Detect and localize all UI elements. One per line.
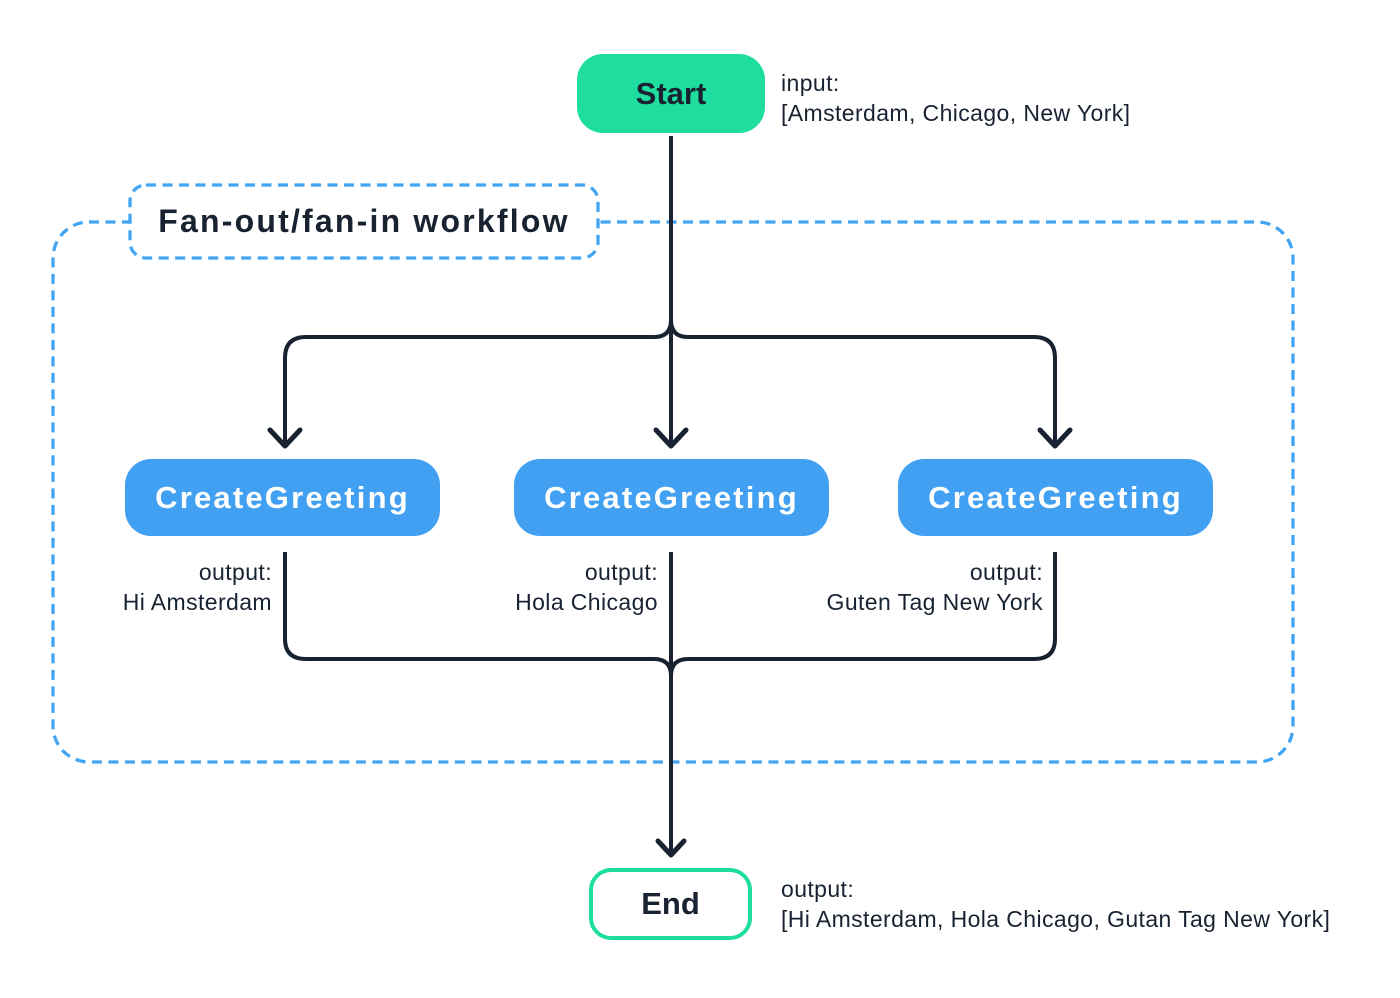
arrow-fanout-right (669, 319, 1057, 444)
branch-output-3: output: Guten Tag New York (827, 557, 1043, 617)
start-annotation-title: input: (781, 70, 840, 96)
end-annotation-value: [Hi Amsterdam, Hola Chicago, Gutan Tag N… (781, 906, 1331, 932)
workflow-label-box (128, 183, 600, 260)
create-greeting-node-1: CreateGreeting (125, 459, 440, 536)
start-annotation: input: [Amsterdam, Chicago, New York] (781, 68, 1130, 128)
arrowhead-left-branch (267, 427, 303, 449)
create-greeting-node-3: CreateGreeting (898, 459, 1213, 536)
branch-output-1: output: Hi Amsterdam (123, 557, 272, 617)
branch-output-value-1: Hi Amsterdam (122, 589, 272, 615)
branch-output-2: output: Hola Chicago (515, 557, 658, 617)
end-node-label: End (641, 886, 700, 921)
create-greeting-label-2: CreateGreeting (544, 479, 799, 515)
start-node: Start (577, 54, 765, 133)
branch-output-title-2: output: (584, 559, 658, 585)
end-annotation: output: [Hi Amsterdam, Hola Chicago, Gut… (781, 874, 1330, 934)
branch-output-value-2: Hola Chicago (515, 589, 658, 615)
branch-output-value-3: Guten Tag New York (826, 589, 1043, 615)
start-node-label: Start (635, 75, 707, 111)
workflow-label: Fan-out/fan-in workflow (158, 203, 570, 239)
arrowhead-end (655, 838, 687, 858)
end-annotation-title: output: (781, 876, 855, 902)
create-greeting-node-2: CreateGreeting (514, 459, 829, 536)
create-greeting-label-3: CreateGreeting (928, 479, 1183, 515)
branch-output-title-1: output: (198, 559, 272, 585)
start-annotation-value: [Amsterdam, Chicago, New York] (781, 100, 1131, 126)
create-greeting-label-1: CreateGreeting (155, 479, 410, 515)
arrow-fanout-left (283, 319, 673, 444)
arrowhead-middle-branch (653, 427, 689, 449)
arrowhead-right-branch (1037, 427, 1073, 449)
branch-output-title-3: output: (969, 559, 1043, 585)
end-node: End (589, 868, 752, 940)
